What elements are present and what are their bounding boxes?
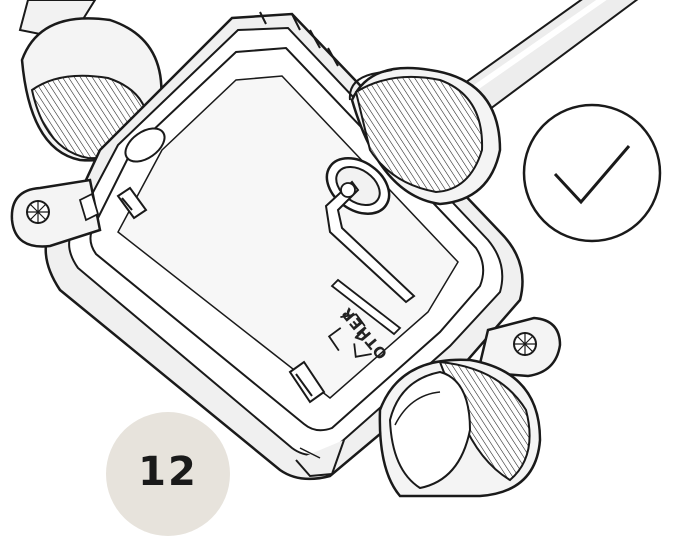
mounting-lug-right bbox=[476, 316, 562, 378]
status-checkmark bbox=[521, 102, 663, 244]
cable-gland-bottom-right bbox=[378, 358, 542, 498]
checkmark-icon bbox=[522, 103, 662, 243]
step-badge: 12 bbox=[106, 412, 230, 536]
mounting-lug-left bbox=[10, 178, 102, 248]
step-number: 12 bbox=[138, 449, 198, 495]
clip-marker-left bbox=[78, 186, 148, 222]
floor-slot bbox=[330, 278, 402, 336]
box-bottom-feet bbox=[295, 439, 345, 478]
junction-box-body bbox=[44, 11, 524, 481]
clip-marker-bottom bbox=[288, 360, 326, 404]
cable-gland-top-right bbox=[348, 66, 502, 206]
knockout-and-key bbox=[324, 157, 416, 304]
